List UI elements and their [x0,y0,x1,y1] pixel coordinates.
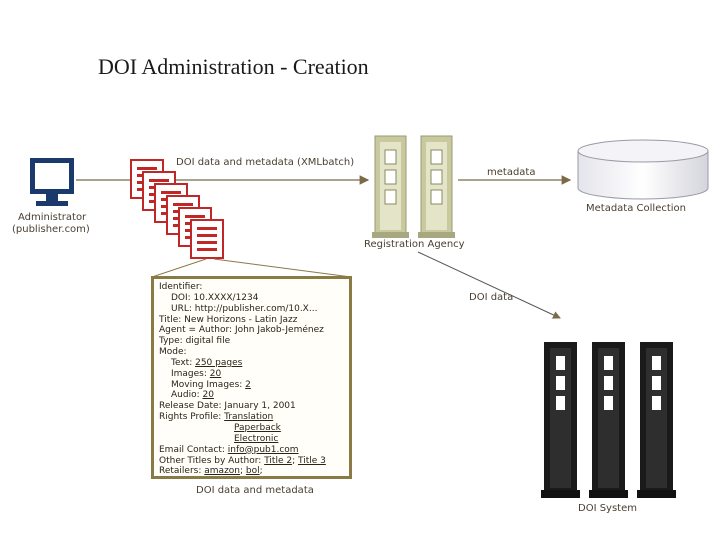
record-email-row: Email Contact: info@pub1.com [159,444,299,455]
record-agent: Agent = Author: John Jakob-Jeménez [159,325,324,336]
record-release-date: Release Date: January 1, 2001 [159,401,296,412]
database-icon [577,139,709,200]
server-icon [418,135,455,238]
rights-paperback-link[interactable]: Paperback [234,422,281,433]
record-text-link[interactable]: 250 pages [195,357,243,368]
callout-line-right [213,258,352,278]
record-audio-row: Audio: 20 [171,390,214,401]
record-title: Title: New Horizons - Latin Jazz [159,314,298,325]
retailer-bol-link[interactable]: bol [245,466,260,477]
server-icon [589,342,628,498]
record-moving-images-link[interactable]: 2 [245,379,251,390]
doi-system-label: DOI System [578,503,637,514]
document-stack-icon [130,159,224,259]
record-rights-row: Rights Profile: Translation [159,412,274,423]
rights-translation-link[interactable]: Translation [224,412,274,423]
record-rights-row-3: Electronic [159,434,349,445]
admin-sublabel: (publisher.com) [12,224,90,235]
record-images-row: Images: 20 [171,368,222,379]
doi-data-and-metadata-label: DOI data and metadata [196,485,314,496]
computer-monitor-icon [30,158,74,206]
metadata-label: metadata [487,167,536,178]
other-title-2-link[interactable]: Title 2 [264,455,293,466]
other-title-3-link[interactable]: Title 3 [297,455,326,466]
record-images-link[interactable]: 20 [209,368,222,379]
record-audio-link[interactable]: 20 [202,390,214,401]
record-rights-row-2: Paperback [159,423,349,434]
server-icon [637,342,676,498]
record-identifier: Identifier: [159,282,203,292]
server-icon [372,135,409,238]
email-contact-link[interactable]: info@pub1.com [227,444,299,455]
arrow-agency-to-doi-system [417,251,561,319]
record-mode: Mode: [159,347,187,358]
retailer-amazon-link[interactable]: amazon [204,466,240,477]
record-url: URL: http://publisher.com/10.X... [171,303,318,314]
server-icon [541,342,580,498]
callout-line-left [151,258,207,278]
record-other-titles-row: Other Titles by Author: Title 2; Title 3 [159,455,326,466]
record-moving-images-row: Moving Images: 2 [171,379,251,390]
doi-data-label: DOI data [469,292,514,303]
registration-agency-label: Registration Agency [364,239,465,250]
record-retailers-row: Retailers: amazon; bol; [159,466,263,477]
metadata-record-card: Identifier: DOI: 10.XXXX/1234 URL: http:… [151,276,352,479]
admin-label: Administrator [18,212,87,223]
page-title: DOI Administration - Creation [98,54,369,79]
rights-electronic-link[interactable]: Electronic [234,433,279,444]
metadata-collection-label: Metadata Collection [586,203,686,214]
record-text-row: Text: 250 pages [171,357,243,368]
record-doi: DOI: 10.XXXX/1234 [171,292,259,303]
record-type: Type: digital file [159,336,231,347]
doi-data-metadata-xml-label: DOI data and metadata (XMLbatch) [176,157,355,168]
